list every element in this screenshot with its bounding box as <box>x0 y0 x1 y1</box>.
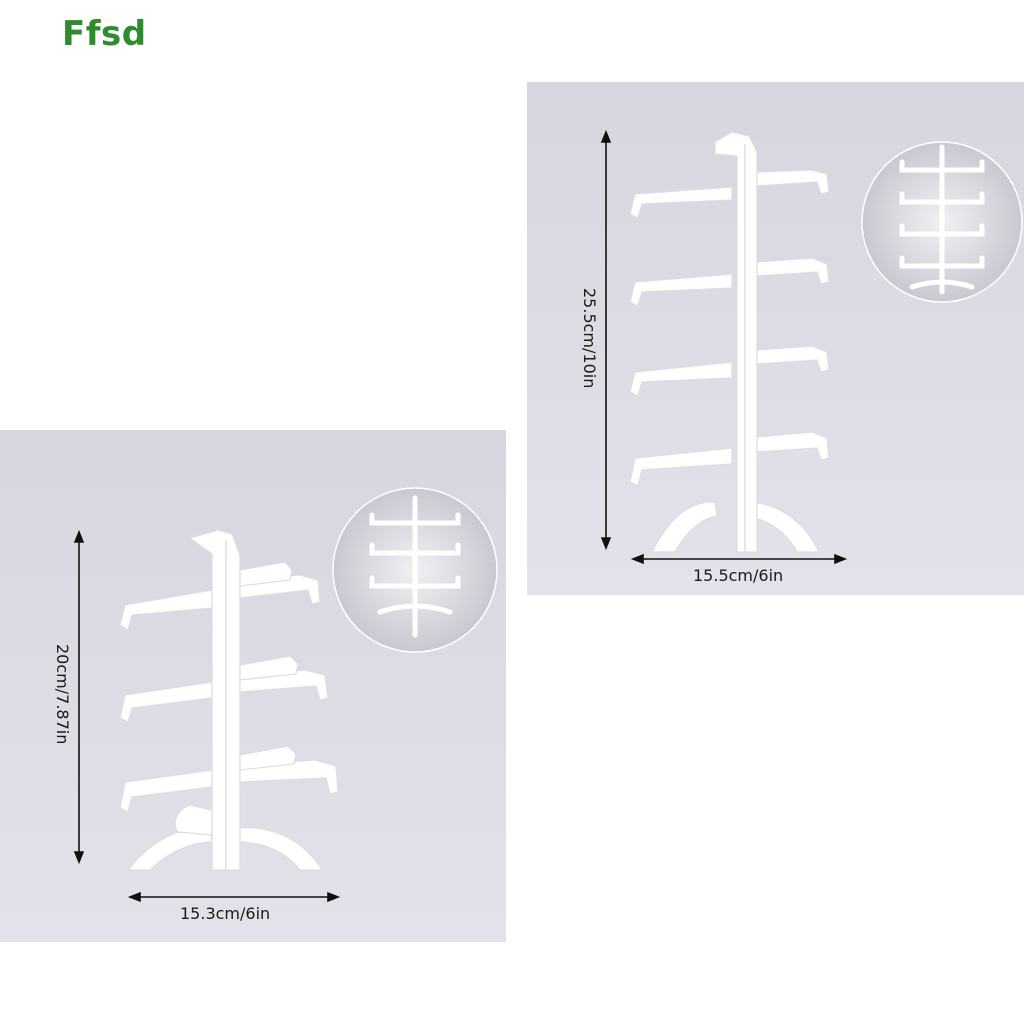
height-arrow <box>600 129 612 551</box>
width-arrow <box>630 553 848 565</box>
stand-illustration <box>600 129 1023 565</box>
product-image-4-tier: 25.5cm/10in 15.5cm/6in <box>527 82 1024 595</box>
width-label: 15.5cm/6in <box>693 566 784 585</box>
stand-illustration <box>73 487 498 903</box>
product-image-3-tier: 20cm/7.87in 15.3cm/6in <box>0 430 506 942</box>
height-label: 25.5cm/10in <box>580 288 599 389</box>
brand-logo: Ffsd <box>62 14 147 54</box>
stand-body <box>629 131 830 553</box>
stand-body <box>119 529 339 871</box>
height-arrow <box>73 529 85 865</box>
width-arrow <box>127 891 341 903</box>
inset-stand <box>899 144 985 295</box>
inset-stand <box>369 495 461 638</box>
width-label: 15.3cm/6in <box>180 904 271 923</box>
height-label: 20cm/7.87in <box>53 644 72 745</box>
